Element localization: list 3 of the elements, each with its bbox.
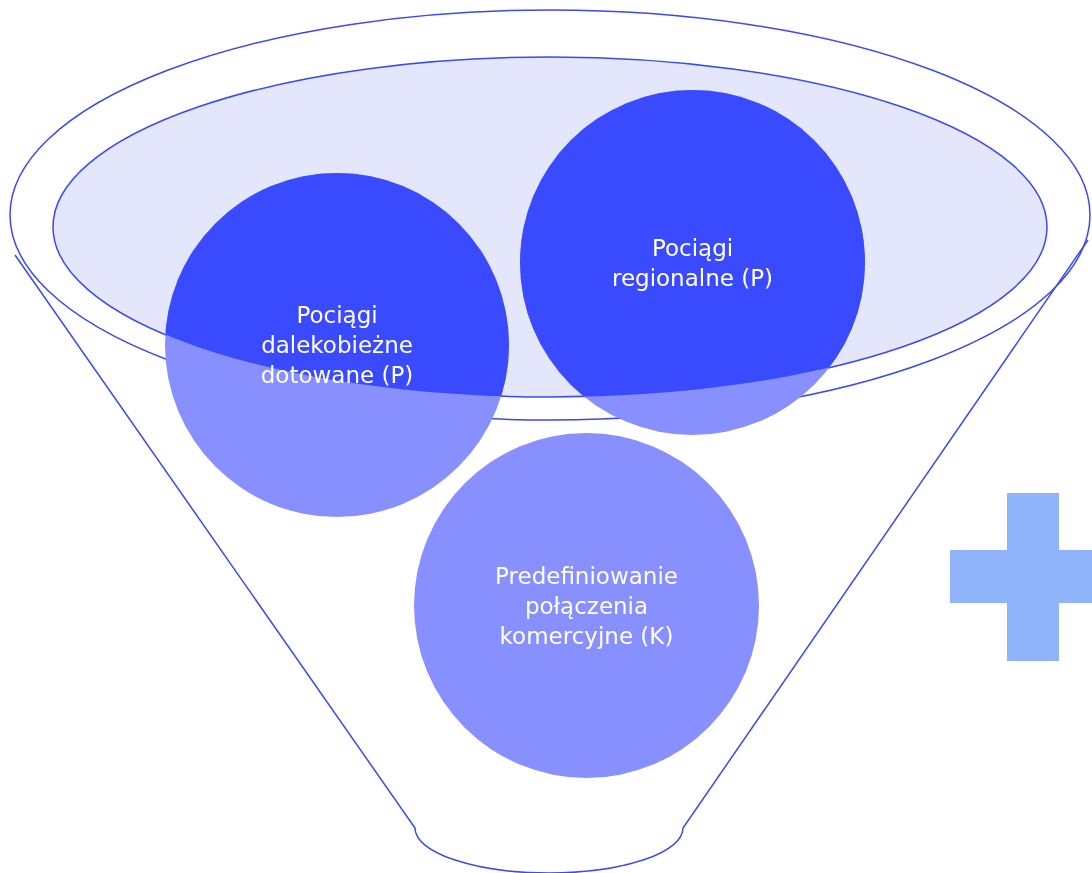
circle-label: Pociągi regionalne (P) — [610, 233, 775, 293]
circle-label: Pociągi dalekobieżne dotowane (P) — [259, 301, 415, 390]
circle-label: Predefiniowanie połączenia komercyjne (K) — [494, 561, 679, 651]
